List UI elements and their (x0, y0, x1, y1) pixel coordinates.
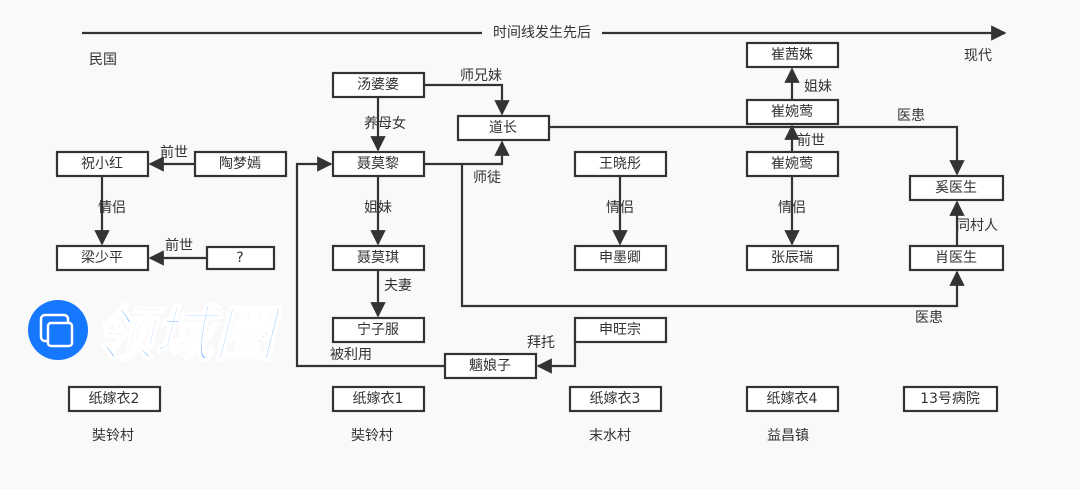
place-label: 奘铃村 (92, 428, 134, 444)
node-chiniangzi[interactable]: 魑娘子 (443, 352, 538, 380)
node-cuiwanying-top[interactable]: 崔婉莺 (745, 98, 840, 126)
node-label: 崔婉莺 (771, 104, 813, 120)
game-label: 纸嫁衣3 (590, 391, 641, 407)
edge-label: 同村人 (956, 218, 998, 234)
edge-label: 情侣 (98, 200, 126, 216)
edge-label: 前世 (160, 144, 188, 161)
place-label: 益昌镇 (767, 428, 809, 444)
edge-label: 拜托 (527, 335, 555, 351)
node-zhangchenrui[interactable]: 张辰瑞 (745, 244, 840, 272)
nodes: 祝小红 陶梦嫣 梁少平 ? 汤婆婆 道长 聂莫黎 聂莫琪 宁子服 魑娘子 王晓彤… (55, 41, 1005, 380)
node-label: 宁子服 (357, 321, 399, 338)
game-box: 纸嫁衣2 (67, 385, 162, 413)
node-label: 陶梦嫣 (219, 156, 261, 172)
node-niemoli[interactable]: 聂莫黎 (331, 150, 426, 178)
node-label: ? (236, 250, 243, 266)
node-label: 梁少平 (81, 250, 123, 266)
node-label: 肖医生 (935, 250, 977, 266)
watermark: 领域圈 (28, 299, 284, 371)
edge-label: 情侣 (778, 200, 806, 216)
edge-label: 姐妹 (364, 200, 392, 216)
edge-label: 被利用 (330, 347, 372, 363)
game-label: 纸嫁衣1 (353, 391, 404, 407)
edge-label: 情侣 (606, 200, 634, 216)
node-cuiwanying[interactable]: 崔婉莺 (745, 150, 840, 178)
node-shenmoqing[interactable]: 申墨卿 (573, 244, 668, 272)
game-box: 13号病院 (902, 385, 999, 413)
timeline-start: 民国 (89, 52, 117, 68)
edge-labels: 前世 情侣 前世 师兄妹 养母女 师徒 姐妹 夫妻 被利用 拜托 情侣 姐妹 前… (98, 68, 998, 363)
game-label: 13号病院 (920, 391, 980, 407)
node-wangxiaotong[interactable]: 王晓彤 (573, 150, 668, 178)
game-box: 纸嫁衣3 (568, 385, 663, 413)
game-box: 纸嫁衣1 (331, 385, 426, 413)
edges (94, 67, 965, 374)
node-label: 聂莫琪 (357, 250, 399, 266)
node-xiaoyisheng[interactable]: 肖医生 (908, 244, 1005, 272)
edge-label: 师徒 (473, 170, 501, 186)
place-label: 末水村 (589, 428, 631, 444)
node-label: 崔茜姝 (771, 47, 813, 63)
edge-label: 前世 (165, 237, 193, 254)
edge-label: 前世 (797, 132, 825, 149)
node-taomengyan[interactable]: 陶梦嫣 (193, 150, 288, 178)
game-label: 纸嫁衣4 (767, 391, 818, 407)
node-label: 祝小红 (81, 156, 123, 172)
timeline-label: 时间线发生先后 (493, 25, 591, 41)
game-box: 纸嫁衣4 (745, 385, 840, 413)
game-label: 纸嫁衣2 (89, 391, 140, 407)
edge-label: 夫妻 (384, 278, 412, 294)
node-tangpopo[interactable]: 汤婆婆 (331, 71, 426, 99)
node-ningzifu[interactable]: 宁子服 (331, 316, 426, 344)
node-unknown[interactable]: ? (205, 245, 276, 271)
node-label: 王晓彤 (599, 156, 641, 172)
watermark-text: 领域圈 (94, 300, 283, 370)
node-label: 申旺宗 (599, 322, 641, 338)
node-label: 汤婆婆 (357, 77, 399, 93)
place-label: 奘铃村 (351, 428, 393, 444)
game-labels: 纸嫁衣2 纸嫁衣1 纸嫁衣3 纸嫁衣4 13号病院 奘铃村 奘铃村 末水村 益昌… (67, 385, 999, 444)
edge-label: 姐妹 (804, 79, 832, 95)
node-label: 张辰瑞 (771, 250, 813, 266)
node-daozhang[interactable]: 道长 (456, 114, 551, 142)
edge-label: 医患 (897, 108, 925, 124)
timeline: 时间线发生先后 民国 现代 (82, 24, 1007, 68)
node-label: 聂莫黎 (357, 156, 399, 172)
timeline-end: 现代 (964, 48, 992, 64)
node-xiyisheng[interactable]: 奚医生 (908, 174, 1005, 202)
edge-label: 师兄妹 (460, 68, 502, 84)
node-niemoqi[interactable]: 聂莫琪 (331, 244, 426, 272)
node-liangshaoping[interactable]: 梁少平 (55, 244, 150, 272)
node-shenwangzong[interactable]: 申旺宗 (573, 316, 668, 344)
node-label: 道长 (489, 120, 517, 136)
node-label: 奚医生 (935, 180, 977, 196)
edge-label: 医患 (915, 310, 943, 326)
node-label: 崔婉莺 (771, 156, 813, 172)
node-cuixishu[interactable]: 崔茜姝 (745, 41, 840, 69)
node-label: 魑娘子 (469, 358, 511, 374)
node-label: 申墨卿 (599, 250, 641, 266)
node-zhuxiaohong[interactable]: 祝小红 (55, 150, 150, 178)
edge-label: 养母女 (364, 115, 406, 132)
